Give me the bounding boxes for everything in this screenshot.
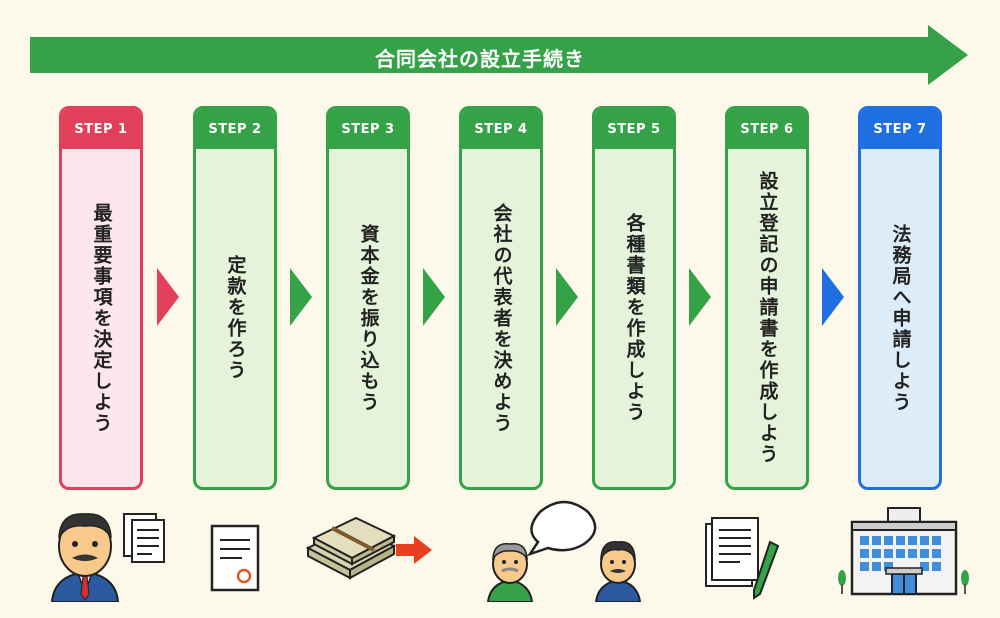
step-7-label: STEP 7 <box>861 109 939 149</box>
step-3-label: STEP 3 <box>329 109 407 149</box>
step-2-label: STEP 2 <box>196 109 274 149</box>
red-chevron-icon <box>157 268 179 326</box>
step-5-label: STEP 5 <box>595 109 673 149</box>
step-3-text: 資本金を振り込もう <box>357 223 380 413</box>
step-5-text: 各種書類を作成しよう <box>623 213 646 423</box>
step-6-text: 設立登記の申請書を作成しよう <box>756 171 779 465</box>
page-title: 合同会社の設立手続き <box>375 46 585 71</box>
step-2-text: 定款を作ろう <box>224 255 247 381</box>
step-3-card: STEP 3 資本金を振り込もう <box>326 106 410 490</box>
step-1-card: STEP 1 最重要事項を決定しよう <box>59 106 143 490</box>
step-7-card: STEP 7 法務局へ申請しよう <box>858 106 942 490</box>
step-1-text: 最重要事項を決定しよう <box>90 202 113 434</box>
two-men-talking-icon <box>486 500 642 602</box>
step-4-card: STEP 4 会社の代表者を決めよう <box>459 106 543 490</box>
document-and-pen-icon <box>705 517 780 600</box>
money-transfer-icon <box>305 516 432 580</box>
step-7-text: 法務局へ申請しよう <box>889 223 912 413</box>
legal-affairs-bureau-building-icon <box>838 507 969 596</box>
title-arrow <box>30 25 968 85</box>
green-chevron-icon <box>689 268 711 326</box>
green-chevron-icon <box>290 268 312 326</box>
step-5-card: STEP 5 各種書類を作成しよう <box>592 106 676 490</box>
blue-chevron-icon <box>822 268 844 326</box>
businessman-with-documents-icon <box>50 513 165 602</box>
step-4-label: STEP 4 <box>462 109 540 149</box>
green-chevron-icon <box>556 268 578 326</box>
document-with-seal-icon <box>210 524 260 592</box>
green-chevron-icon <box>423 268 445 326</box>
step-2-card: STEP 2 定款を作ろう <box>193 106 277 490</box>
step-6-label: STEP 6 <box>728 109 806 149</box>
step-1-label: STEP 1 <box>62 109 140 149</box>
step-6-card: STEP 6 設立登記の申請書を作成しよう <box>725 106 809 490</box>
step-4-text: 会社の代表者を決めよう <box>490 202 513 434</box>
